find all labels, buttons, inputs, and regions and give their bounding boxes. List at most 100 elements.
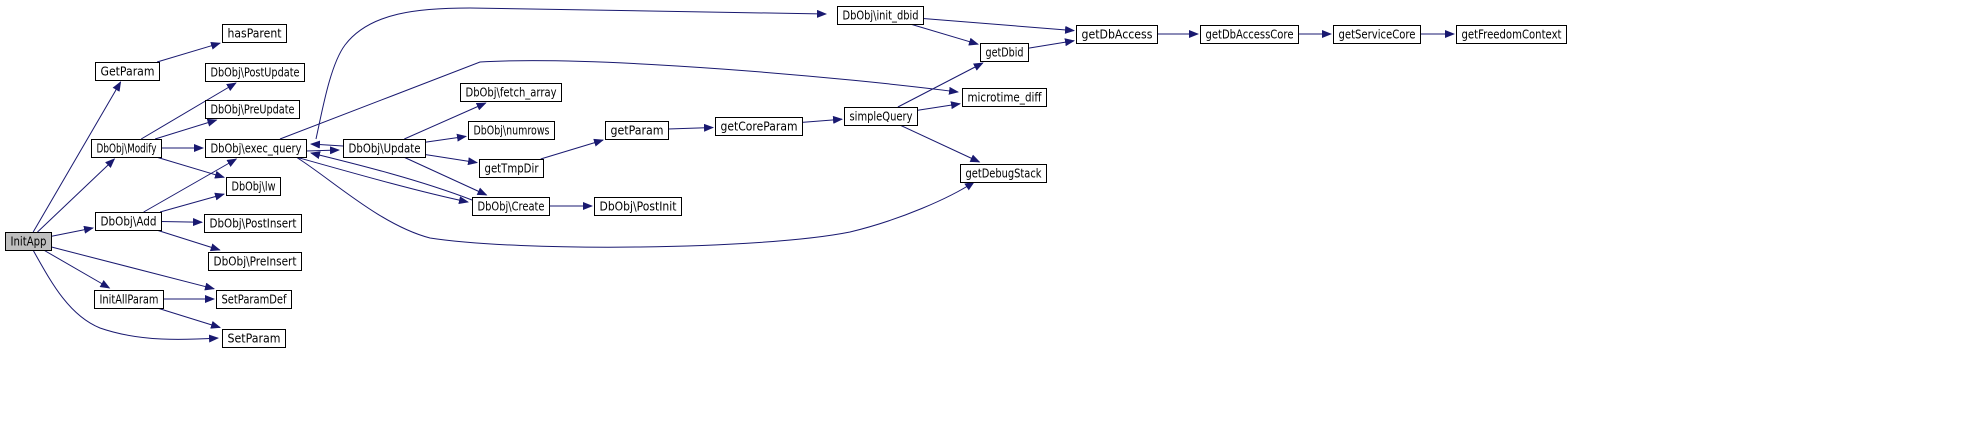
edge-DbObj_Modify-to-DbObj_PreUpdate <box>154 118 218 140</box>
node-box <box>980 43 1029 62</box>
node-label: DbObj\numrows <box>474 124 550 138</box>
node-InitApp: InitApp <box>5 232 52 251</box>
node-box <box>95 212 162 231</box>
node-label: DbObj\Create <box>478 200 545 214</box>
node-label: getCoreParam <box>721 120 798 134</box>
edge-DbObj_exec_query-to-microtime_diff <box>279 60 959 140</box>
node-getParam[interactable]: getParam <box>605 121 669 140</box>
node-label: getParam <box>611 124 664 138</box>
node-SetParam[interactable]: SetParam <box>222 329 286 348</box>
node-label: DbObj\Add <box>101 215 157 229</box>
node-box <box>5 232 52 251</box>
edge-InitApp-to-DbObj_Add <box>50 225 94 237</box>
node-label: SetParam <box>228 332 281 346</box>
node-box <box>1076 25 1158 44</box>
node-DbObj_PostUpdate[interactable]: DbObj\PostUpdate <box>205 63 305 82</box>
node-label: DbObj\PostInsert <box>210 217 297 231</box>
edge-InitApp-to-SetParam <box>32 249 219 343</box>
edge-DbObj_Update-to-DbObj_fetch_array <box>404 102 487 140</box>
edge-InitAllParam-to-SetParam <box>157 307 221 329</box>
node-box <box>94 290 164 309</box>
edge-getParam-to-getCoreParam <box>667 123 714 132</box>
node-DbObj_PostInit[interactable]: DbObj\PostInit <box>594 197 682 216</box>
edge-DbObj_Add-to-DbObj_PostInsert <box>160 218 203 227</box>
node-DbObj_Create[interactable]: DbObj\Create <box>472 197 550 216</box>
node-getTmpDir[interactable]: getTmpDir <box>479 159 544 178</box>
node-label: microtime_diff <box>968 91 1043 105</box>
node-box <box>205 139 307 158</box>
node-box <box>91 139 162 158</box>
node-box <box>1200 25 1299 44</box>
edge-DbObj_Modify-to-DbObj_PostUpdate <box>140 82 237 140</box>
node-label: DbObj\PostInit <box>600 200 677 214</box>
node-box <box>204 214 302 233</box>
edge-InitApp-to-DbObj_Modify <box>37 158 116 233</box>
node-label: SetParamDef <box>222 293 288 307</box>
node-getDebugStack[interactable]: getDebugStack <box>960 164 1047 183</box>
node-label: DbObj\lw <box>232 180 276 194</box>
node-DbObj_exec_query[interactable]: DbObj\exec_query <box>205 139 307 158</box>
node-DbObj_fetch_array[interactable]: DbObj\fetch_array <box>460 83 562 102</box>
node-label: getDbid <box>986 46 1024 60</box>
node-box <box>844 107 918 126</box>
edge-DbObj_Modify-to-DbObj_lw <box>155 156 225 179</box>
node-box <box>208 252 302 271</box>
node-box <box>594 197 682 216</box>
edge-DbObj_Add-to-DbObj_exec_query <box>143 158 238 213</box>
node-DbObj_Update[interactable]: DbObj\Update <box>343 139 426 158</box>
node-DbObj_Add[interactable]: DbObj\Add <box>95 212 162 231</box>
node-label: DbObj\init_dbid <box>843 9 919 23</box>
node-getCoreParam[interactable]: getCoreParam <box>715 117 803 136</box>
edges-layer <box>32 7 1455 343</box>
node-DbObj_PreInsert[interactable]: DbObj\PreInsert <box>208 252 302 271</box>
edge-DbObj_Add-to-DbObj_PreInsert <box>156 229 221 252</box>
edge-DbObj_exec_query-to-DbObj_Create <box>295 156 469 205</box>
node-box <box>216 290 292 309</box>
node-DbObj_Modify[interactable]: DbObj\Modify <box>91 139 162 158</box>
node-getServiceCore[interactable]: getServiceCore <box>1333 25 1421 44</box>
edge-InitApp-to-SetParamDef <box>50 246 215 291</box>
node-box <box>1456 25 1567 44</box>
edge-getTmpDir-to-getParam <box>540 138 604 160</box>
node-DbObj_PostInsert[interactable]: DbObj\PostInsert <box>204 214 302 233</box>
node-label: getServiceCore <box>1339 28 1416 42</box>
edge-DbObj_exec_query-to-DbObj_init_dbid <box>315 7 827 140</box>
node-hasParent[interactable]: hasParent <box>222 24 287 43</box>
edge-DbObj_init_dbid-to-getDbAccess <box>922 18 1075 34</box>
node-InitAllParam[interactable]: InitAllParam <box>94 290 164 309</box>
node-label: DbObj\Modify <box>97 142 157 156</box>
node-GetParam[interactable]: GetParam <box>95 62 160 81</box>
node-getDbAccess[interactable]: getDbAccess <box>1076 25 1158 44</box>
node-SetParamDef[interactable]: SetParamDef <box>216 290 292 309</box>
node-box <box>837 6 924 25</box>
node-microtime_diff[interactable]: microtime_diff <box>962 88 1047 107</box>
node-DbObj_init_dbid[interactable]: DbObj\init_dbid <box>837 6 924 25</box>
node-label: DbObj\Update <box>349 142 421 156</box>
edge-DbObj_init_dbid-to-getDbid <box>910 23 979 46</box>
node-DbObj_PreUpdate[interactable]: DbObj\PreUpdate <box>205 100 300 119</box>
node-label: getTmpDir <box>485 162 539 176</box>
node-label: DbObj\PreInsert <box>214 255 297 269</box>
node-label: InitAllParam <box>100 293 159 307</box>
node-getDbAccessCore[interactable]: getDbAccessCore <box>1200 25 1299 44</box>
edge-DbObj_Update-to-DbObj_exec_query <box>310 140 344 149</box>
node-DbObj_lw[interactable]: DbObj\lw <box>226 177 281 196</box>
node-box <box>205 63 305 82</box>
edge-simpleQuery-to-getDebugStack <box>899 124 981 163</box>
node-label: getFreedomContext <box>1462 28 1562 42</box>
edge-simpleQuery-to-microtime_diff <box>916 101 961 111</box>
edge-DbObj_exec_query-to-getDebugStack <box>295 156 975 248</box>
node-box <box>960 164 1047 183</box>
node-getDbid[interactable]: getDbid <box>980 43 1029 62</box>
edge-InitApp-to-InitAllParam <box>43 249 111 289</box>
node-label: getDbAccess <box>1082 28 1153 42</box>
nodes-layer: InitAppGetParamhasParentDbObj\ModifyDbOb… <box>5 6 1567 348</box>
edge-InitApp-to-GetParam <box>32 81 122 233</box>
node-DbObj_numrows[interactable]: DbObj\numrows <box>468 121 555 140</box>
node-label: getDebugStack <box>966 167 1042 181</box>
node-box <box>205 100 300 119</box>
edge-DbObj_Add-to-DbObj_lw <box>159 192 225 213</box>
edge-DbObj_Update-to-DbObj_numrows <box>424 133 467 143</box>
node-getFreedomContext[interactable]: getFreedomContext <box>1456 25 1567 44</box>
node-simpleQuery[interactable]: simpleQuery <box>844 107 918 126</box>
